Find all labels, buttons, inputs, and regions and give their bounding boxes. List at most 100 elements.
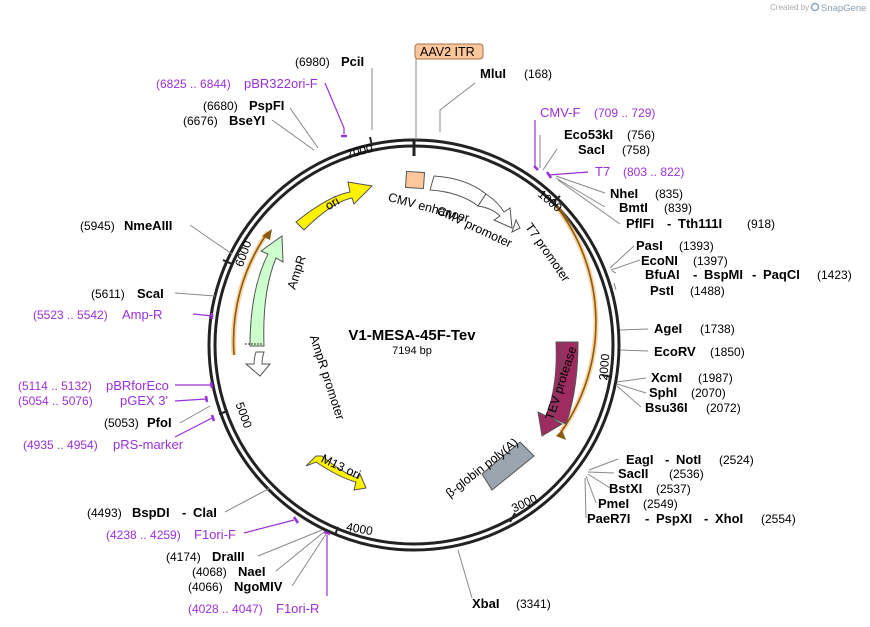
- primer-range: (6825 .. 6844): [156, 77, 231, 91]
- site-name: SphI: [649, 385, 677, 400]
- site-pos: (2549): [643, 497, 678, 511]
- site-bmti[interactable]: BmtI (839): [619, 200, 692, 215]
- site-pspfi[interactable]: (6680) PspFI: [203, 98, 284, 113]
- itr-arc-right-line: [556, 206, 597, 433]
- site-scai[interactable]: (5611) ScaI: [91, 286, 164, 301]
- site-pasi[interactable]: PasI (1393): [636, 238, 714, 253]
- site-name: PspFI: [249, 98, 284, 113]
- itr-label: AAV2 ITR: [420, 45, 475, 59]
- feature-m13-ori[interactable]: M13 ori: [305, 452, 367, 491]
- site-pos: (2524): [719, 453, 754, 467]
- site-ngomiv[interactable]: (4066) NgoMIV: [188, 579, 283, 594]
- site-name: EcoNI: [641, 253, 678, 268]
- site-sacii[interactable]: SacII (2536): [618, 466, 704, 481]
- tick-marks: [218, 136, 613, 536]
- site-sep: -: [704, 511, 708, 526]
- primer-t7[interactable]: T7 (803 .. 822): [595, 164, 684, 179]
- site-name: BspDI: [132, 505, 170, 520]
- site-naei[interactable]: (4068) NaeI: [192, 564, 265, 579]
- site-ecorv[interactable]: EcoRV (1850): [654, 344, 745, 359]
- site-pmei[interactable]: PmeI (2549): [598, 496, 678, 511]
- feature-ori[interactable]: ori: [295, 181, 374, 231]
- site-nhei[interactable]: NheI (835): [610, 186, 683, 201]
- primer-amp-r[interactable]: (5523 .. 5542) Amp-R: [33, 307, 162, 322]
- site-pos: (918): [747, 217, 775, 231]
- site-draiii[interactable]: (4174) DraIII: [166, 549, 245, 564]
- site-pos: (1393): [679, 239, 714, 253]
- feature-tev-protease[interactable]: TEV protease: [537, 341, 580, 437]
- site-bseyi[interactable]: (6676) BseYI: [183, 113, 265, 128]
- site-econi[interactable]: EcoNI (1397): [641, 253, 728, 268]
- snapgene-credit: Created by SnapGene: [770, 2, 866, 14]
- plasmid-length: 7194 bp: [392, 345, 432, 357]
- site-name-2: ClaI: [193, 505, 217, 520]
- site-pos: (6680): [203, 99, 238, 113]
- tick-label-4000: 4000: [345, 520, 374, 538]
- site-paer7i-pspxi-xhoi[interactable]: PaeR7I - PspXI - XhoI (2554): [587, 511, 796, 526]
- site-agei[interactable]: AgeI (1738): [654, 321, 735, 336]
- site-pos: (1850): [710, 345, 745, 359]
- site-xcmi[interactable]: XcmI (1987): [651, 370, 733, 385]
- feature-t7-promoter[interactable]: T7 promoter: [511, 218, 573, 284]
- site-pos: (4068): [192, 565, 227, 579]
- site-bfuai-bspmi-paqci[interactable]: BfuAI - BspMI - PaqCI (1423): [645, 267, 852, 282]
- primer-f1ori-r[interactable]: (4028 .. 4047) F1ori-R: [188, 601, 319, 616]
- primer-f1ori-f[interactable]: (4238 .. 4259) F1ori-F: [106, 527, 236, 542]
- site-pos: (2070): [691, 386, 726, 400]
- feature-bglobin-polya[interactable]: β-globin poly(A): [443, 435, 535, 500]
- site-name-2: NotI: [676, 452, 701, 467]
- primer-range: (803 .. 822): [623, 165, 684, 179]
- site-sep: -: [665, 452, 669, 467]
- leader-lines: [174, 68, 649, 599]
- site-nmeaiii[interactable]: (5945) NmeAIII: [80, 218, 172, 233]
- site-sphi[interactable]: SphI (2070): [649, 385, 726, 400]
- site-pos: (1987): [698, 371, 733, 385]
- site-pos: (756): [627, 128, 655, 142]
- primer-range: (4028 .. 4047): [188, 602, 263, 616]
- site-bsu36i[interactable]: Bsu36I (2072): [645, 400, 741, 415]
- site-xbai[interactable]: XbaI (3341): [472, 596, 551, 611]
- primer-cmv-f[interactable]: CMV-F (709 .. 729): [540, 105, 655, 120]
- primer-prs-marker[interactable]: (4935 .. 4954) pRS-marker: [23, 437, 184, 452]
- site-bstxi[interactable]: BstXI (2537): [609, 481, 691, 496]
- primer-pgex3[interactable]: (5054 .. 5076) pGEX 3': [18, 393, 168, 408]
- site-saci[interactable]: SacI (758): [578, 142, 650, 157]
- site-name: NgoMIV: [234, 579, 283, 594]
- primer-name: CMV-F: [540, 105, 581, 120]
- site-pos: (6980): [295, 55, 330, 69]
- site-psti[interactable]: PstI (1488): [650, 283, 725, 298]
- site-pfoi[interactable]: (5053) PfoI: [104, 415, 172, 430]
- site-sep: -: [182, 505, 186, 520]
- site-pos: (835): [655, 187, 683, 201]
- site-name: Eco53kI: [564, 127, 613, 142]
- feature-itr-block[interactable]: [404, 170, 426, 190]
- primer-name: Amp-R: [122, 307, 162, 322]
- primer-pbr322ori-f[interactable]: (6825 .. 6844) pBR322ori-F: [156, 76, 318, 91]
- site-pos: (839): [664, 201, 692, 215]
- site-eagi-noti[interactable]: EagI - NotI (2524): [626, 452, 754, 467]
- site-pcii[interactable]: (6980) PciI: [295, 54, 364, 69]
- site-name-2: BspMI: [704, 267, 743, 282]
- primer-markers: [174, 82, 589, 596]
- site-eco53ki[interactable]: Eco53kI (756): [564, 127, 655, 142]
- primer-ticks: [204, 134, 553, 536]
- site-name: EagI: [626, 452, 653, 467]
- primer-name: F1ori-R: [276, 601, 319, 616]
- site-name: PasI: [636, 238, 663, 253]
- site-bspdi-clai[interactable]: (4493) BspDI - ClaI: [87, 505, 217, 520]
- feature-label-ori: ori: [323, 194, 342, 213]
- itr-label-box[interactable]: AAV2 ITR: [414, 43, 484, 140]
- primer-name: pBR322ori-F: [244, 76, 318, 91]
- site-name: Bsu36I: [645, 400, 688, 415]
- site-name: DraIII: [212, 549, 245, 564]
- primer-name: pBRforEco: [106, 378, 169, 393]
- site-pflfi-tth111i[interactable]: PflFI - Tth111I (918): [626, 216, 775, 231]
- site-pos: (2554): [761, 512, 796, 526]
- site-name: XcmI: [651, 370, 682, 385]
- primer-pbrforeco[interactable]: (5114 .. 5132) pBRforEco: [18, 378, 169, 393]
- credit-prefix: Created by: [770, 3, 809, 12]
- site-name: EcoRV: [654, 344, 696, 359]
- snapgene-logo-icon: [810, 2, 820, 12]
- site-mlui[interactable]: MluI (168): [480, 66, 552, 81]
